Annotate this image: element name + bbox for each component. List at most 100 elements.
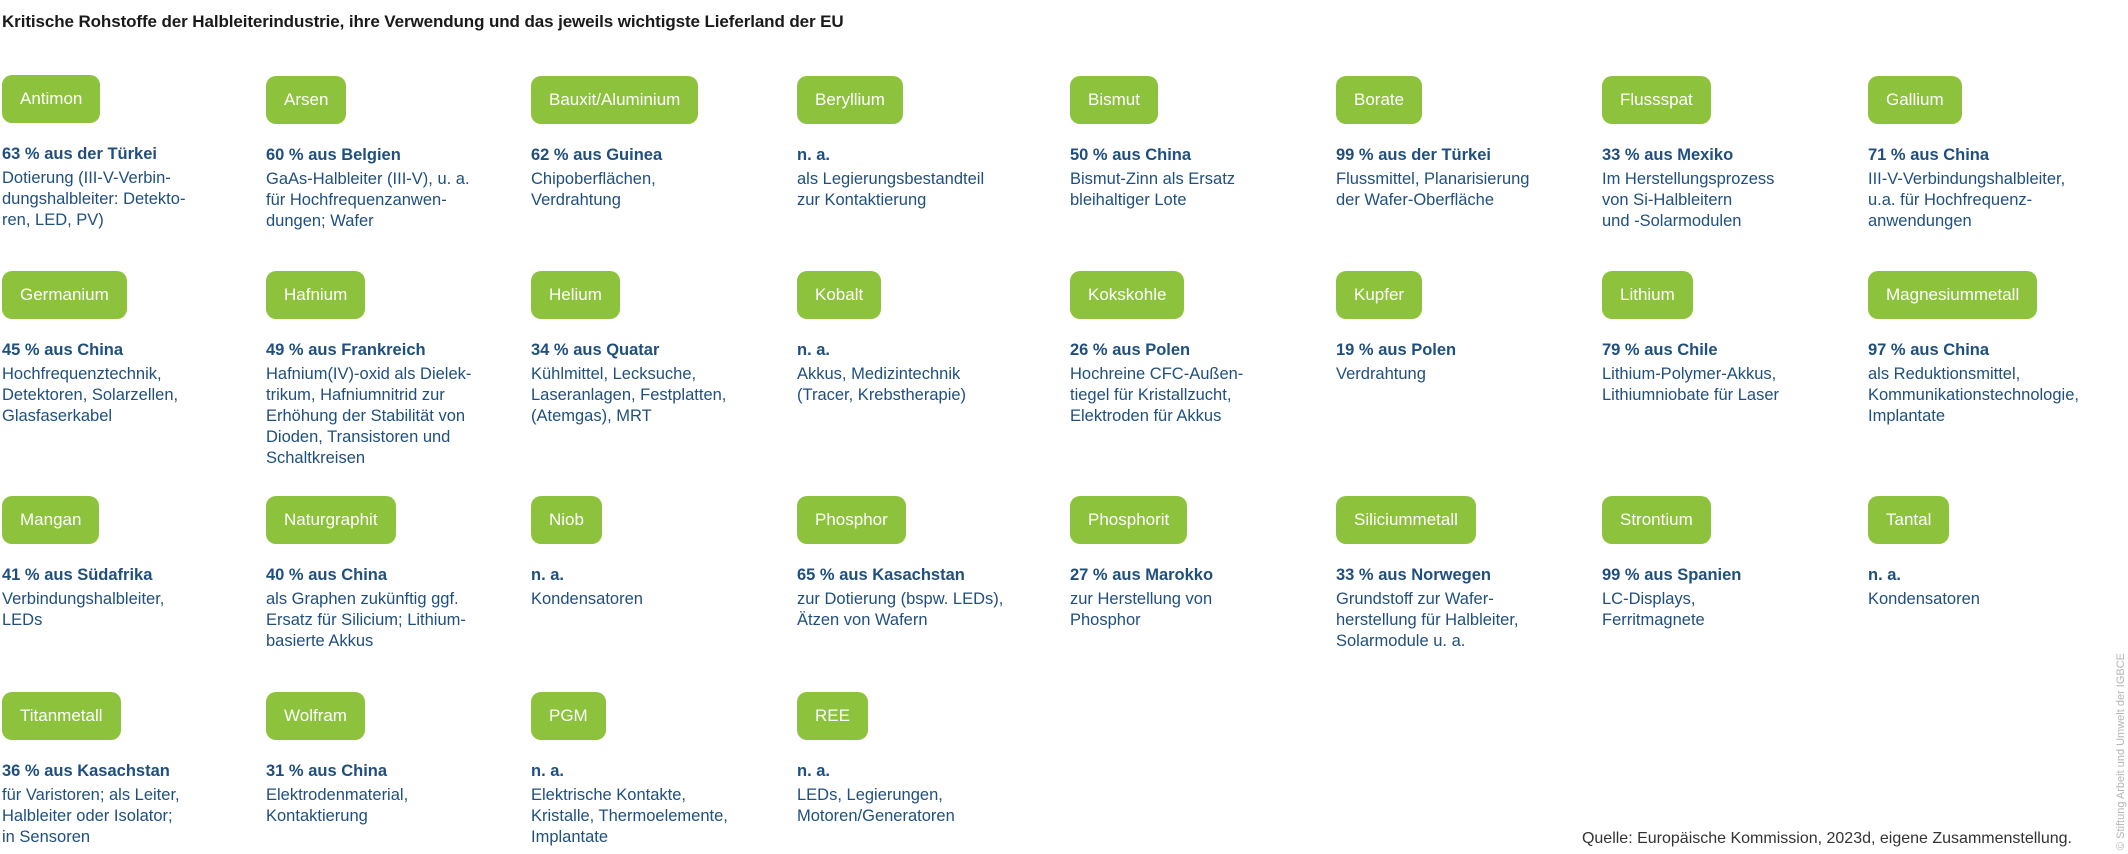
material-name-badge: Kokskohle — [1070, 271, 1185, 319]
material-card: Borate 99 % aus der Türkei Flussmittel, … — [1336, 76, 1586, 211]
material-name-badge: Gallium — [1868, 76, 1962, 124]
material-card: Magnesiummetall 97 % aus China als Reduk… — [1868, 271, 2118, 427]
material-card: Germanium 45 % aus China Hochfrequenztec… — [2, 271, 252, 427]
main-supplier: 31 % aus China — [266, 762, 388, 780]
material-card: REE n. a. LEDs, Legierungen, Motoren/Gen… — [797, 692, 1047, 827]
material-name-badge: PGM — [531, 692, 606, 740]
usage-text: III-V-Verbindungshalbleiter, u.a. für Ho… — [1868, 170, 2066, 230]
usage-text: Flussmittel, Planarisierung der Wafer-Ob… — [1336, 170, 1530, 209]
material-name-badge: Wolfram — [266, 692, 365, 740]
material-name-badge: Magnesiummetall — [1868, 271, 2038, 319]
usage-text: Verbindungshalbleiter, LEDs — [2, 590, 165, 629]
main-supplier: 41 % aus Südafrika — [2, 566, 153, 584]
usage-text: Kühlmittel, Lecksuche, Laseranlagen, Fes… — [531, 365, 727, 425]
main-supplier: 63 % aus der Türkei — [2, 145, 157, 163]
material-card: Bauxit/Aluminium 62 % aus Guinea Chipobe… — [531, 76, 781, 211]
material-card: Tantal n. a. Kondensatoren — [1868, 496, 2118, 610]
material-card: Beryllium n. a. als Legierungsbestandtei… — [797, 76, 1047, 211]
main-supplier: 36 % aus Kasachstan — [2, 762, 170, 780]
material-card: Naturgraphit 40 % aus China als Graphen … — [266, 496, 516, 652]
usage-text: LEDs, Legierungen, Motoren/Generatoren — [797, 786, 955, 825]
usage-text: Verdrahtung — [1336, 365, 1426, 383]
usage-text: Dotierung (III-V-Verbin- dungshalbleiter… — [2, 169, 186, 229]
usage-text: LC-Displays, Ferritmagnete — [1602, 590, 1705, 629]
usage-text: Elektrodenmaterial, Kontaktierung — [266, 786, 409, 825]
main-supplier: n. a. — [531, 566, 565, 584]
material-name-badge: Germanium — [2, 271, 127, 319]
material-card: Strontium 99 % aus Spanien LC-Displays, … — [1602, 496, 1852, 631]
main-supplier: n. a. — [797, 146, 831, 164]
main-supplier: 26 % aus Polen — [1070, 341, 1191, 359]
usage-text: Elektrische Kontakte, Kristalle, Thermoe… — [531, 786, 728, 846]
usage-text: Chipoberflächen, Verdrahtung — [531, 170, 656, 209]
main-supplier: 40 % aus China — [266, 566, 388, 584]
material-card: Kokskohle 26 % aus Polen Hochreine CFC-A… — [1070, 271, 1320, 427]
usage-text: Im Herstellungsprozess von Si-Halbleiter… — [1602, 170, 1775, 230]
usage-text: Akkus, Medizintechnik (Tracer, Krebsther… — [797, 365, 967, 404]
usage-text: Hochreine CFC-Außen- tiegel für Kristall… — [1070, 365, 1244, 425]
material-card: Hafnium 49 % aus Frankreich Hafnium(IV)-… — [266, 271, 516, 469]
material-name-badge: Bauxit/Aluminium — [531, 76, 699, 124]
main-supplier: 99 % aus der Türkei — [1336, 146, 1491, 164]
material-name-badge: Niob — [531, 496, 602, 544]
material-name-badge: Flussspat — [1602, 76, 1711, 124]
material-name-badge: Kobalt — [797, 271, 882, 319]
usage-text: als Reduktionsmittel, Kommunikationstech… — [1868, 365, 2079, 425]
material-name-badge: Bismut — [1070, 76, 1158, 124]
main-supplier: 79 % aus Chile — [1602, 341, 1718, 359]
main-supplier: n. a. — [797, 341, 831, 359]
material-card: Mangan 41 % aus Südafrika Verbindungshal… — [2, 496, 252, 631]
source-footnote: Quelle: Europäische Kommission, 2023d, e… — [1581, 830, 2072, 847]
usage-text: Grundstoff zur Wafer- herstellung für Ha… — [1336, 590, 1519, 650]
usage-text: zur Dotierung (bspw. LEDs), Ätzen von Wa… — [797, 590, 1004, 629]
main-supplier: 27 % aus Marokko — [1070, 566, 1214, 584]
usage-text: Kondensatoren — [531, 590, 643, 608]
material-card: Phosphorit 27 % aus Marokko zur Herstell… — [1070, 496, 1320, 631]
main-supplier: 71 % aus China — [1868, 146, 1990, 164]
material-name-badge: Naturgraphit — [266, 496, 396, 544]
usage-text: Hochfrequenztechnik, Detektoren, Solarze… — [2, 365, 179, 425]
usage-text: Bismut-Zinn als Ersatz bleihaltiger Lote — [1070, 170, 1236, 209]
material-card: Gallium 71 % aus China III-V-Verbindungs… — [1868, 76, 2118, 232]
material-name-badge: Antimon — [2, 75, 101, 123]
usage-text: Hafnium(IV)-oxid als Dielek- trikum, Haf… — [266, 365, 472, 467]
usage-text: Kondensatoren — [1868, 590, 1980, 608]
main-supplier: n. a. — [1868, 566, 1902, 584]
material-card: Bismut 50 % aus China Bismut-Zinn als Er… — [1070, 76, 1320, 211]
usage-text: für Varistoren; als Leiter, Halbleiter o… — [2, 786, 180, 846]
material-card: Flussspat 33 % aus Mexiko Im Herstellung… — [1602, 76, 1852, 232]
material-card: Niob n. a. Kondensatoren — [531, 496, 781, 610]
main-supplier: 33 % aus Mexiko — [1602, 146, 1734, 164]
material-card: Antimon 63 % aus der Türkei Dotierung (I… — [2, 75, 252, 231]
material-name-badge: Tantal — [1868, 496, 1950, 544]
material-name-badge: Mangan — [2, 496, 100, 544]
material-card: Phosphor 65 % aus Kasachstan zur Dotieru… — [797, 496, 1047, 631]
main-supplier: 33 % aus Norwegen — [1336, 566, 1491, 584]
material-name-badge: REE — [797, 692, 868, 740]
usage-text: Lithium-Polymer-Akkus, Lithiumniobate fü… — [1602, 365, 1780, 404]
material-name-badge: Strontium — [1602, 496, 1711, 544]
main-supplier: 62 % aus Guinea — [531, 146, 663, 164]
main-supplier: 19 % aus Polen — [1336, 341, 1457, 359]
main-supplier: 65 % aus Kasachstan — [797, 566, 965, 584]
main-supplier: n. a. — [797, 762, 831, 780]
material-card: Helium 34 % aus Quatar Kühlmittel, Lecks… — [531, 271, 781, 427]
material-name-badge: Titanmetall — [2, 692, 121, 740]
copyright-credit: © Stiftung Arbeit und Umwelt der IGBCE — [2115, 652, 2127, 850]
usage-text: zur Herstellung von Phosphor — [1070, 590, 1213, 629]
material-name-badge: Kupfer — [1336, 271, 1423, 319]
material-card: Siliciummetall 33 % aus Norwegen Grundst… — [1336, 496, 1586, 652]
page-title: Kritische Rohstoffe der Halbleiterindust… — [2, 12, 844, 31]
main-supplier: 60 % aus Belgien — [266, 146, 401, 164]
material-name-badge: Helium — [531, 271, 620, 319]
main-supplier: 49 % aus Frankreich — [266, 341, 426, 359]
material-card: Lithium 79 % aus Chile Lithium-Polymer-A… — [1602, 271, 1852, 406]
main-supplier: 50 % aus China — [1070, 146, 1192, 164]
material-card: Kupfer 19 % aus Polen Verdrahtung — [1336, 271, 1586, 385]
material-card: Wolfram 31 % aus China Elektrodenmateria… — [266, 692, 516, 827]
main-supplier: 99 % aus Spanien — [1602, 566, 1742, 584]
material-card: Arsen 60 % aus Belgien GaAs-Halbleiter (… — [266, 76, 516, 232]
material-name-badge: Borate — [1336, 76, 1423, 124]
material-name-badge: Phosphor — [797, 496, 906, 544]
usage-text: GaAs-Halbleiter (III-V), u. a. für Hochf… — [266, 170, 470, 230]
